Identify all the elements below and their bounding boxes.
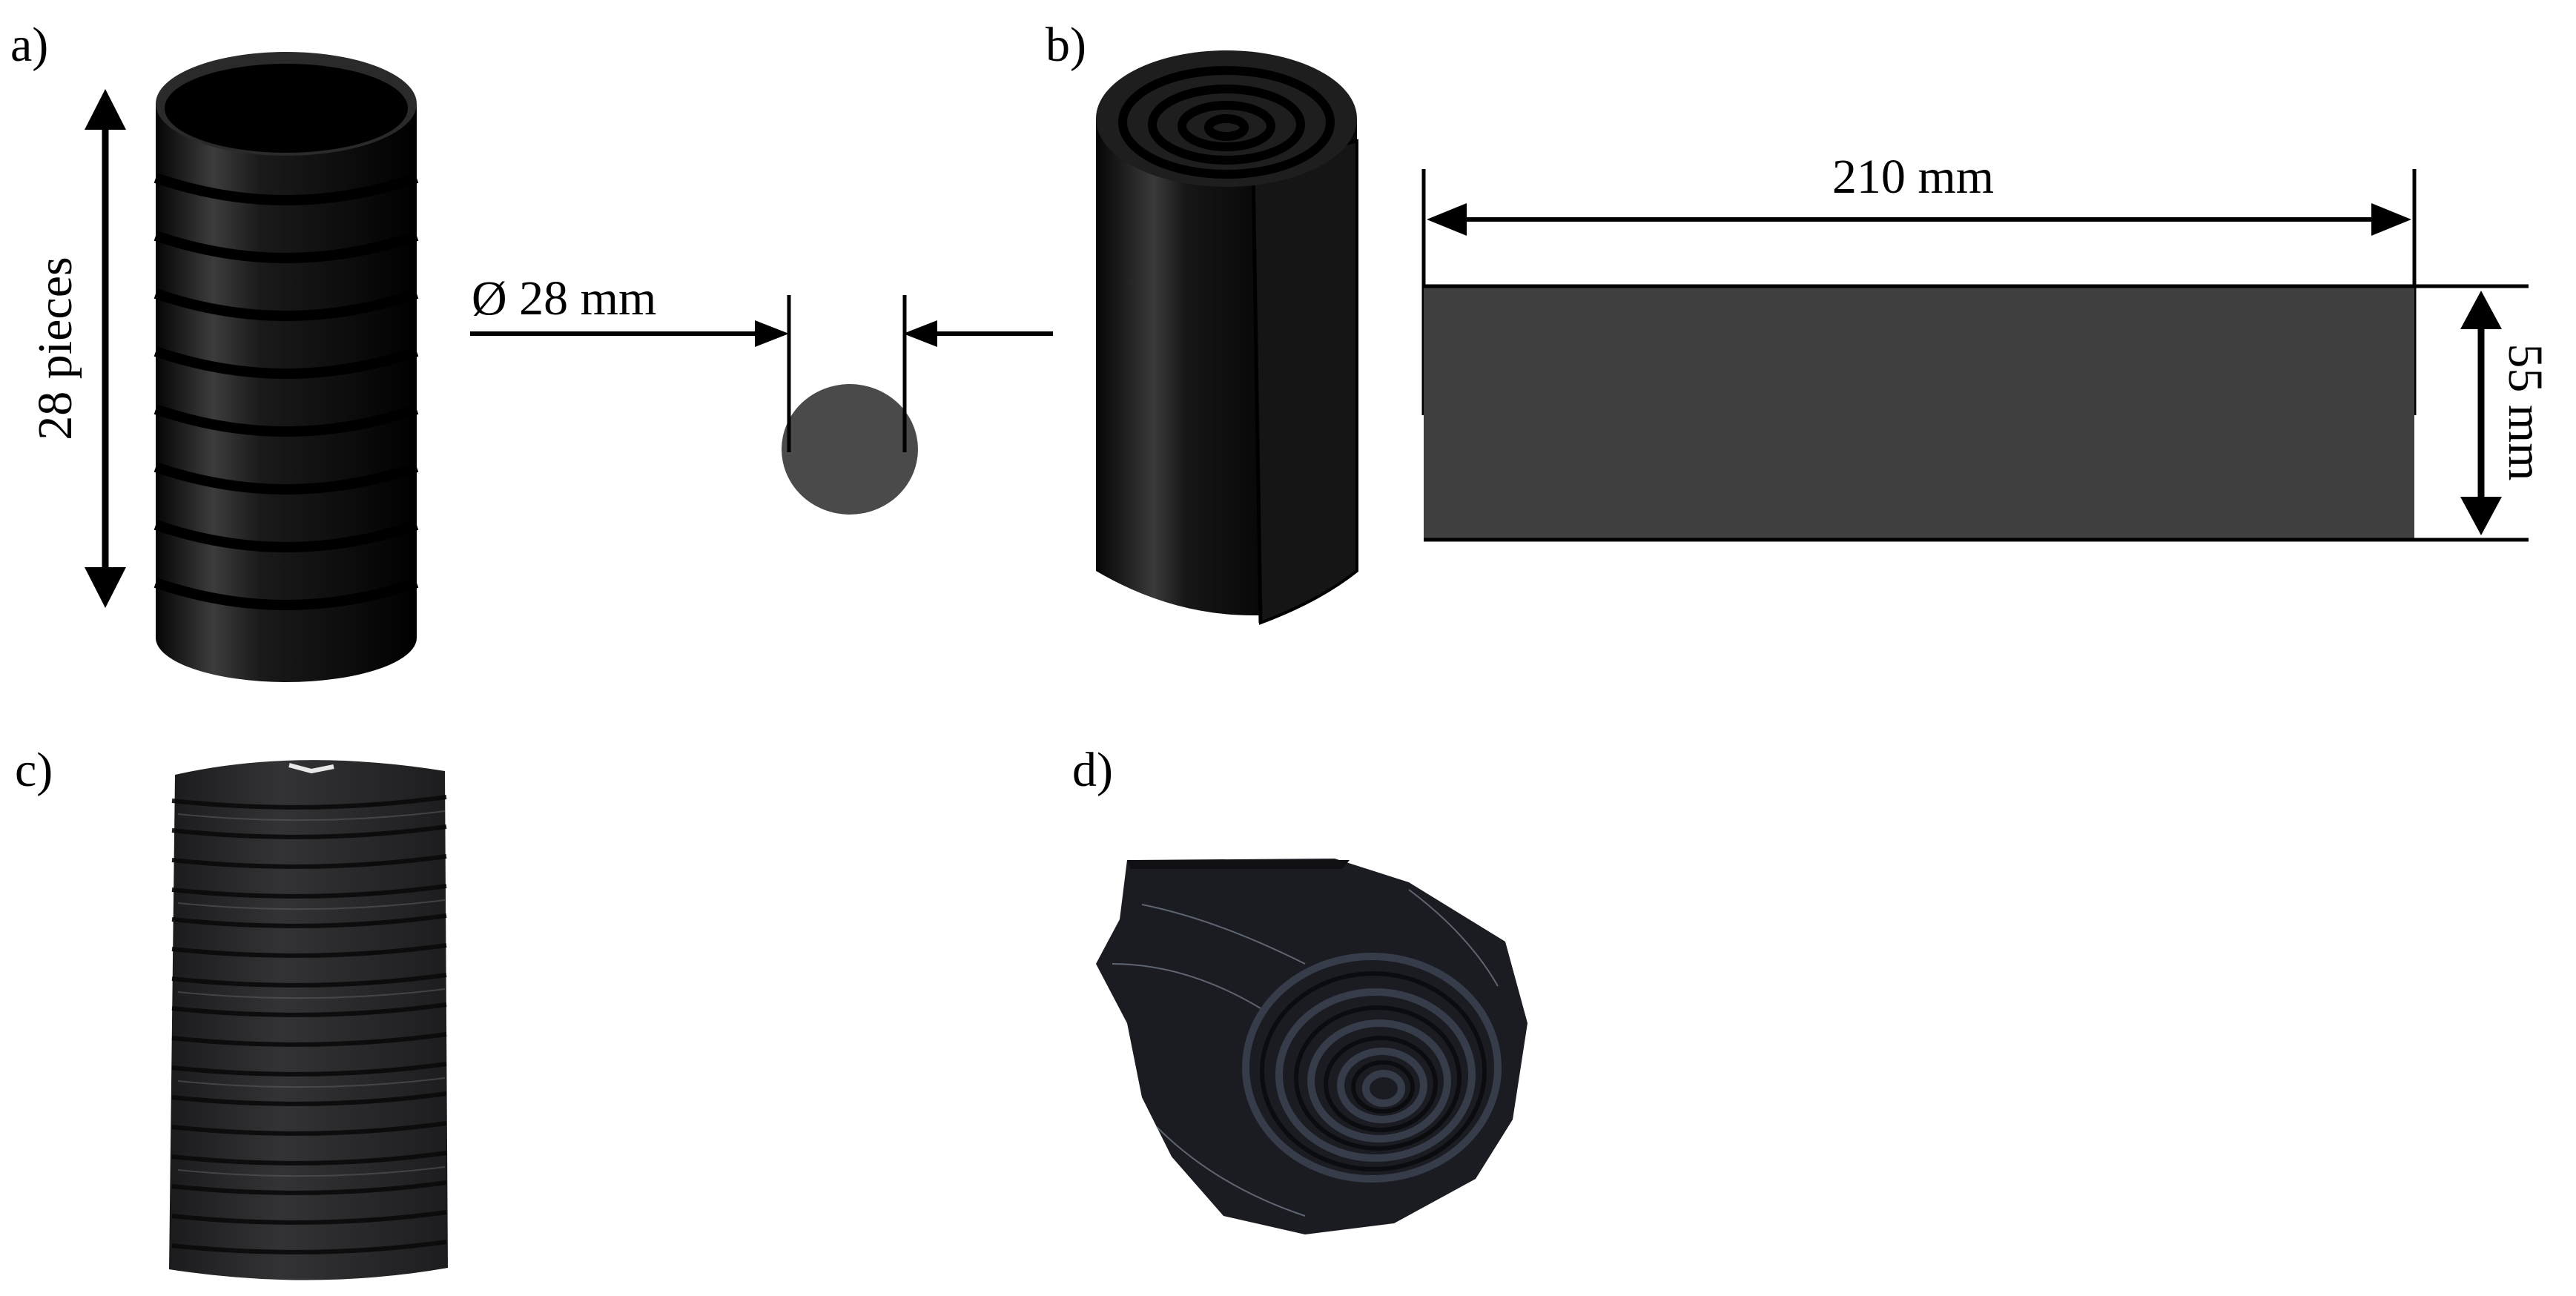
diameter-label: Ø 28 mm xyxy=(472,271,656,325)
width-label: 55 mm xyxy=(2498,343,2552,480)
height-label: 28 pieces xyxy=(28,257,82,440)
panel-c-label: c) xyxy=(15,743,53,797)
panel-a-label: a) xyxy=(10,18,48,72)
height-dimension-arrow xyxy=(85,89,126,608)
width-dimension xyxy=(1659,284,2529,542)
length-label: 210 mm xyxy=(1832,150,1994,204)
photo-stacked-cylinder xyxy=(169,760,448,1280)
panel-d-label: d) xyxy=(1072,743,1113,797)
flat-sheet xyxy=(1424,286,2414,540)
photo-rolled-sheet xyxy=(1096,859,1528,1234)
disc-cross-section xyxy=(782,384,918,515)
panel-b-label: b) xyxy=(1046,18,1086,72)
rolled-sheet xyxy=(1096,50,1358,625)
stacked-disc-cylinder xyxy=(153,52,419,682)
